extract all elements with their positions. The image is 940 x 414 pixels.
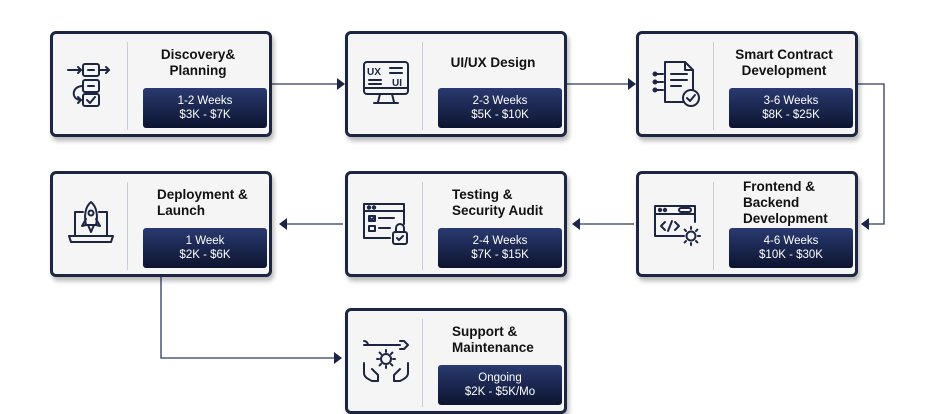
step-duration: 2-3 Weeks: [472, 95, 528, 107]
step-cost: $7K - $15K: [471, 249, 529, 261]
svg-text:UI: UI: [392, 78, 402, 89]
divider: [713, 42, 714, 130]
rocket-laptop-icon: [59, 188, 123, 260]
step-cost: $10K - $30K: [759, 249, 823, 261]
monitor-uxui-icon: UX UI: [354, 48, 418, 120]
step-discovery-planning: Discovery& Planning 1-2 Weeks $3K - $7K: [50, 31, 272, 137]
step-duration: 1-2 Weeks: [177, 95, 233, 107]
step-cost: $2K - $6K: [179, 249, 231, 261]
arrowhead-2-3: [628, 78, 636, 90]
step-duration: Ongoing: [478, 372, 522, 384]
divider: [422, 319, 423, 407]
step-cost: $5K - $10K: [471, 109, 529, 121]
svg-text:UX: UX: [367, 67, 381, 78]
step-duration: 2-4 Weeks: [472, 235, 528, 247]
step-testing-security-audit: Testing & Security Audit 2-4 Weeks $7K -…: [345, 171, 567, 277]
code-window-gear-icon: [645, 188, 709, 260]
step-title: Testing & Security Audit: [452, 187, 544, 218]
step-cost: $2K - $5K/Mo: [464, 386, 536, 398]
step-cost: $8K - $25K: [762, 109, 820, 121]
step-ui-ux-design: UX UI UI/UX Design 2-3 Weeks $5K - $10K: [345, 31, 567, 137]
step-badge: 4-6 Weeks $10K - $30K: [729, 228, 853, 268]
step-title: Frontend & Backend Development: [743, 179, 828, 226]
step-badge: 1 Week $2K - $6K: [143, 228, 267, 268]
arrowhead-6-7: [334, 352, 342, 364]
connector-3-4: [857, 83, 885, 225]
step-badge: 1-2 Weeks $3K - $7K: [143, 88, 267, 128]
divider: [127, 182, 128, 270]
connector-6-7: [160, 276, 334, 359]
step-title: Discovery& Planning: [160, 47, 236, 78]
divider: [422, 42, 423, 130]
step-title: Smart Contract Development: [735, 47, 833, 78]
step-duration: 3-6 Weeks: [763, 95, 819, 107]
arrowhead-5-6: [279, 218, 287, 230]
step-duration: 1 Week: [185, 235, 225, 247]
divider: [422, 182, 423, 270]
step-title: UI/UX Design: [450, 55, 536, 70]
step-deployment-launch: Deployment & Launch 1 Week $2K - $6K: [50, 171, 272, 277]
step-badge: 2-3 Weeks $5K - $10K: [438, 88, 562, 128]
step-title: Support & Maintenance: [452, 324, 534, 355]
step-smart-contract-development: Smart Contract Development 3-6 Weeks $8K…: [636, 31, 858, 137]
arrowhead-1-2: [337, 78, 345, 90]
process-diagram: Discovery& Planning 1-2 Weeks $3K - $7K …: [50, 31, 885, 414]
step-title: Deployment & Launch: [157, 187, 248, 218]
step-support-maintenance: Support & Maintenance Ongoing $2K - $5K/…: [345, 308, 567, 414]
step-badge: 3-6 Weeks $8K - $25K: [729, 88, 853, 128]
arrowhead-4-5: [572, 218, 580, 230]
checklist-lock-icon: [354, 188, 418, 260]
step-duration: 4-6 Weeks: [763, 235, 819, 247]
step-cost: $3K - $7K: [179, 109, 231, 121]
divider: [127, 42, 128, 130]
step-frontend-backend-development: Frontend & Backend Development 4-6 Weeks…: [636, 171, 858, 277]
arrowhead-3-4: [861, 218, 869, 230]
flowchart-icon: [59, 48, 123, 120]
step-badge: 2-4 Weeks $7K - $15K: [438, 228, 562, 268]
divider: [713, 182, 714, 270]
step-badge: Ongoing $2K - $5K/Mo: [438, 365, 562, 405]
contract-check-icon: [645, 48, 709, 120]
hands-gear-tools-icon: [354, 325, 418, 397]
